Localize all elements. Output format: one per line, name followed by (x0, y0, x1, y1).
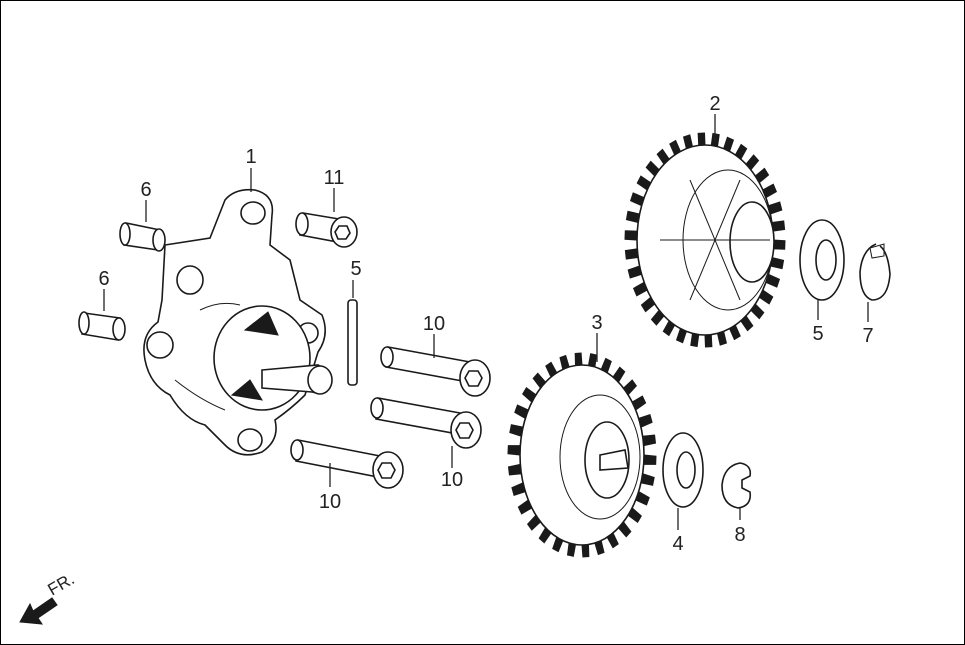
callout-10b: 10 (441, 469, 463, 491)
gear-tooth (581, 543, 590, 558)
callout-1: 1 (245, 146, 256, 168)
gear-tooth (643, 454, 657, 465)
gear-tooth (624, 248, 639, 260)
gear-tooth (704, 334, 713, 348)
callout-3: 3 (591, 312, 602, 334)
bolt-middle (370, 397, 482, 449)
callout-8: 8 (734, 524, 745, 546)
gear-tooth (574, 352, 583, 367)
drive-gear (507, 352, 657, 558)
thrust-washer-lower (662, 432, 704, 508)
bushing-upper (119, 222, 166, 252)
callout-5: 5 (812, 323, 823, 345)
front-label: FR. (45, 569, 78, 599)
gear-tooth (507, 463, 522, 476)
callout-10c: 10 (319, 491, 341, 513)
bushing-lower (78, 311, 126, 341)
gear-3-teeth (507, 352, 657, 558)
sleeve-bolt (295, 212, 358, 248)
gear-tooth (624, 230, 638, 241)
oil-pump-housing (143, 188, 333, 456)
callout-11: 11 (324, 167, 345, 189)
gear-tooth (642, 434, 657, 447)
gear-tooth (690, 332, 700, 348)
circlip (859, 243, 891, 301)
gear-tooth (697, 132, 706, 146)
dowel-pin (347, 299, 358, 386)
bolt-upper (380, 346, 491, 397)
callout-6b: 6 (98, 268, 109, 290)
callout-10a: 10 (423, 313, 445, 335)
front-direction-indicator: FR. (19, 569, 78, 625)
gear-tooth (507, 445, 521, 456)
callout-7: 7 (862, 325, 873, 347)
bolt-lower (290, 439, 404, 489)
e-clip (721, 462, 752, 509)
front-arrow-icon (19, 597, 58, 625)
callout-2: 2 (709, 93, 720, 115)
driven-gear-large (624, 132, 786, 348)
callout-4: 4 (672, 533, 683, 555)
thrust-washer-upper (799, 219, 845, 301)
callout-9: 5 (350, 258, 361, 280)
callout-6a: 6 (140, 179, 151, 201)
